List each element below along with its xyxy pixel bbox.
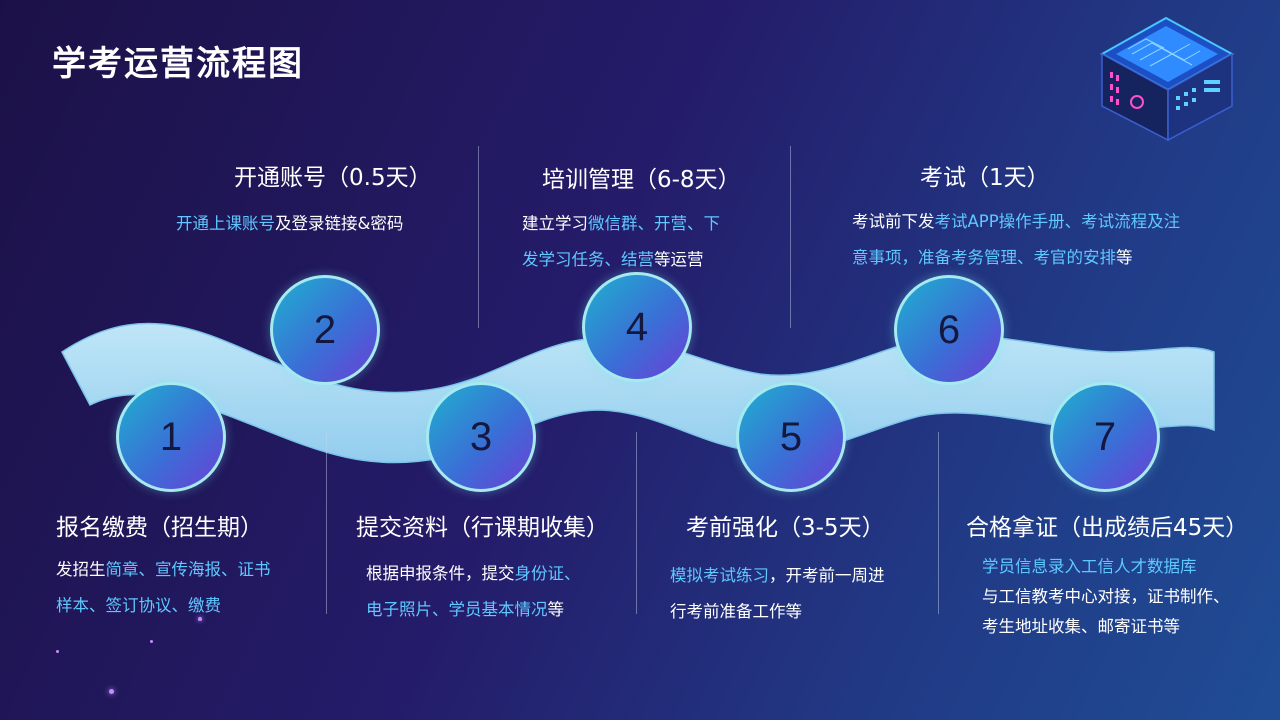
desc-text: 等运营 xyxy=(654,250,704,269)
step-title-5: 考前强化（3-5天） xyxy=(686,515,885,541)
desc-text: 及登录链接&密码 xyxy=(275,214,404,233)
step-title-1: 报名缴费（招生期） xyxy=(56,515,263,541)
highlight-text: 电子照片、学员基本情况 xyxy=(366,600,548,619)
step-circle-4: 4 xyxy=(582,272,692,382)
decor-dot xyxy=(150,640,153,643)
step-desc-line: 考生地址收集、邮寄证书等 xyxy=(982,612,1272,642)
highlight-text: 意事项，准备考务管理、考官的安排 xyxy=(852,248,1116,267)
step-title-4: 培训管理（6-8天） xyxy=(542,167,741,193)
highlight-text: 微信群、开营、下 xyxy=(588,214,720,233)
step-circle-5: 5 xyxy=(736,382,846,492)
step-desc-6: 考试前下发考试APP操作手册、考试流程及注意事项，准备考务管理、考官的安排等 xyxy=(852,204,1252,276)
highlight-text: 简章、宣传海报、证书 xyxy=(105,560,271,579)
step-desc-line: 电子照片、学员基本情况等 xyxy=(366,592,626,628)
desc-text: 等 xyxy=(547,600,565,619)
desc-text: 考生地址收集、邮寄证书等 xyxy=(982,617,1180,636)
step-circle-3: 3 xyxy=(426,382,536,492)
page-title: 学考运营流程图 xyxy=(52,44,304,84)
step-title-3: 提交资料（行课期收集） xyxy=(356,515,609,541)
step-title-2: 开通账号（0.5天） xyxy=(234,165,432,191)
highlight-text: 发学习任务、结营 xyxy=(522,250,654,269)
desc-text: 考试前下发 xyxy=(852,212,935,231)
desc-text: 发招生 xyxy=(56,560,106,579)
step-desc-5: 模拟考试练习，开考前一周进行考前准备工作等 xyxy=(670,558,930,630)
step-circle-7: 7 xyxy=(1050,382,1160,492)
step-title-7: 合格拿证（出成绩后45天） xyxy=(966,515,1249,541)
step-desc-line: 发学习任务、结营等运营 xyxy=(522,242,782,278)
step-desc-line: 与工信教考中心对接，证书制作、 xyxy=(982,582,1272,612)
step-desc-line: 根据申报条件，提交身份证、 xyxy=(366,556,626,592)
divider-line-2 xyxy=(478,146,479,328)
desc-text: 行考前准备工作等 xyxy=(670,602,802,621)
step-desc-line: 意事项，准备考务管理、考官的安排等 xyxy=(852,240,1252,276)
decor-dot xyxy=(56,650,59,653)
step-circle-6: 6 xyxy=(894,275,1004,385)
step-desc-3: 根据申报条件，提交身份证、电子照片、学员基本情况等 xyxy=(366,556,626,628)
divider-line-5 xyxy=(938,432,939,614)
highlight-text: 开通上课账号 xyxy=(176,214,275,233)
step-desc-4: 建立学习微信群、开营、下发学习任务、结营等运营 xyxy=(522,206,782,278)
step-desc-7: 学员信息录入工信人才数据库与工信教考中心对接，证书制作、考生地址收集、邮寄证书等 xyxy=(982,552,1272,642)
highlight-text: 模拟考试练习 xyxy=(670,566,769,585)
divider-line-3 xyxy=(636,432,637,614)
step-circle-1: 1 xyxy=(116,382,226,492)
desc-text: 等 xyxy=(1116,248,1133,267)
divider-line-1 xyxy=(326,432,327,614)
step-desc-line: 样本、签订协议、缴费 xyxy=(56,588,316,624)
step-desc-line: 建立学习微信群、开营、下 xyxy=(522,206,782,242)
step-desc-line: 学员信息录入工信人才数据库 xyxy=(982,552,1272,582)
desc-text: 根据申报条件，提交 xyxy=(366,564,515,583)
highlight-text: 学员信息录入工信人才数据库 xyxy=(982,557,1197,576)
step-desc-line: 发招生简章、宣传海报、证书 xyxy=(56,552,316,588)
step-title-6: 考试（1天） xyxy=(920,165,1050,191)
step-desc-line: 模拟考试练习，开考前一周进 xyxy=(670,558,930,594)
step-desc-line: 考试前下发考试APP操作手册、考试流程及注 xyxy=(852,204,1252,240)
highlight-text: 身份证、 xyxy=(514,564,581,583)
highlight-text: 样本、签订协议、缴费 xyxy=(56,596,221,615)
desc-text: 与工信教考中心对接，证书制作、 xyxy=(982,587,1230,606)
server-chip-icon xyxy=(1099,16,1235,142)
step-desc-1: 发招生简章、宣传海报、证书样本、签订协议、缴费 xyxy=(56,552,316,624)
step-desc-line: 开通上课账号及登录链接&密码 xyxy=(176,206,466,242)
decor-dot xyxy=(109,689,114,694)
decor-dot xyxy=(198,617,202,621)
highlight-text: 考试APP操作手册、考试流程及注 xyxy=(934,212,1181,231)
step-circle-2: 2 xyxy=(270,275,380,385)
step-desc-line: 行考前准备工作等 xyxy=(670,594,930,630)
desc-text: ，开考前一周进 xyxy=(769,566,885,585)
divider-line-4 xyxy=(790,146,791,328)
desc-text: 建立学习 xyxy=(522,214,588,233)
step-desc-2: 开通上课账号及登录链接&密码 xyxy=(176,206,466,242)
